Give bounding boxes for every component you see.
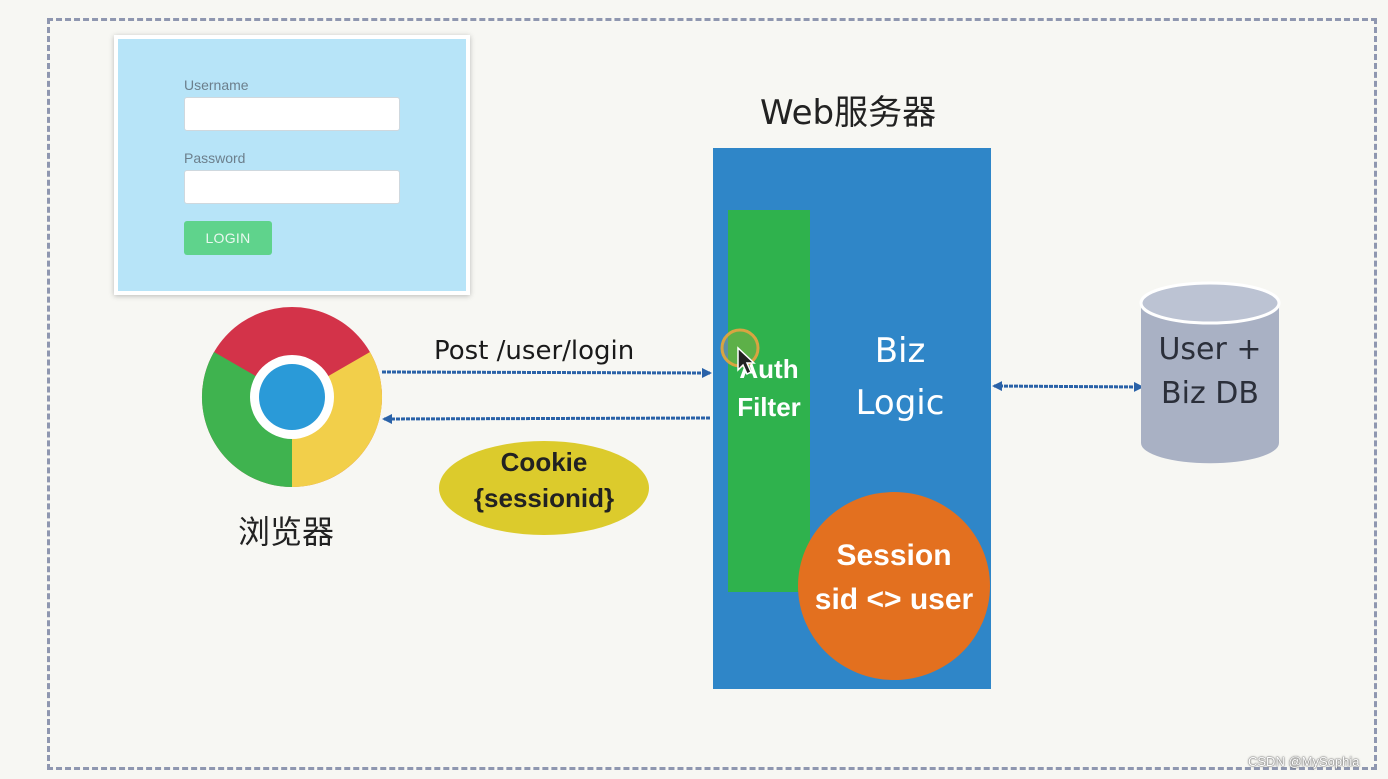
database-label-line2: Biz DB <box>1161 376 1259 411</box>
session-line1: Session <box>836 539 952 572</box>
web-server-title: Web服务器 <box>760 93 937 133</box>
request-arrow <box>381 367 712 378</box>
diagram-frame <box>47 18 1377 770</box>
csdn-watermark: CSDN @MySophia <box>1248 754 1360 769</box>
browser-label: 浏览器 <box>238 513 335 551</box>
chrome-icon <box>201 307 383 487</box>
login-form-card: Username Password LOGIN <box>114 35 470 295</box>
cookie-label-line1: Cookie <box>500 447 588 477</box>
biz-logic-label: Biz Logic <box>840 325 960 429</box>
password-label: Password <box>184 150 246 166</box>
database-label: User + Biz DB <box>1141 328 1279 416</box>
auth-filter-line2: Filter <box>737 392 801 422</box>
post-login-label: Post /user/login <box>434 336 635 366</box>
login-button[interactable]: LOGIN <box>184 221 272 255</box>
session-line2: sid <> user <box>814 583 974 616</box>
biz-logic-line1: Biz <box>874 331 926 371</box>
cookie-label-line2: {sessionid} <box>473 483 615 513</box>
username-label: Username <box>184 77 249 93</box>
response-arrow <box>382 413 711 424</box>
cookie-ellipse <box>439 441 649 535</box>
auth-filter-box <box>728 210 810 592</box>
database-icon <box>1139 281 1281 464</box>
database-label-line1: User + <box>1158 332 1262 367</box>
session-label: Session sid <> user <box>798 534 990 622</box>
biz-logic-line2: Logic <box>855 383 945 423</box>
cookie-label: Cookie {sessionid} <box>439 444 649 516</box>
mouse-cursor-icon <box>720 328 760 376</box>
session-circle <box>798 492 990 680</box>
username-input[interactable] <box>184 97 400 131</box>
password-input[interactable] <box>184 170 400 204</box>
db-arrow <box>992 381 1144 392</box>
